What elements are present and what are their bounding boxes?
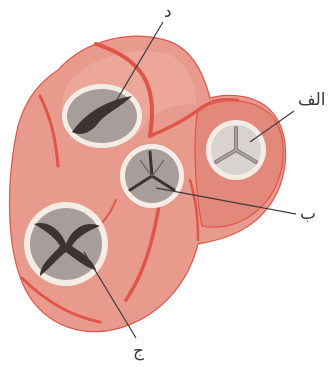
valve-j <box>24 202 108 286</box>
label-b: ب <box>300 206 316 223</box>
label-d: د <box>164 4 172 21</box>
valve-d <box>62 84 142 148</box>
label-alf: الف <box>298 92 326 109</box>
valve-alf <box>206 120 266 180</box>
label-j: ج <box>133 343 144 360</box>
valve-b <box>120 144 184 208</box>
